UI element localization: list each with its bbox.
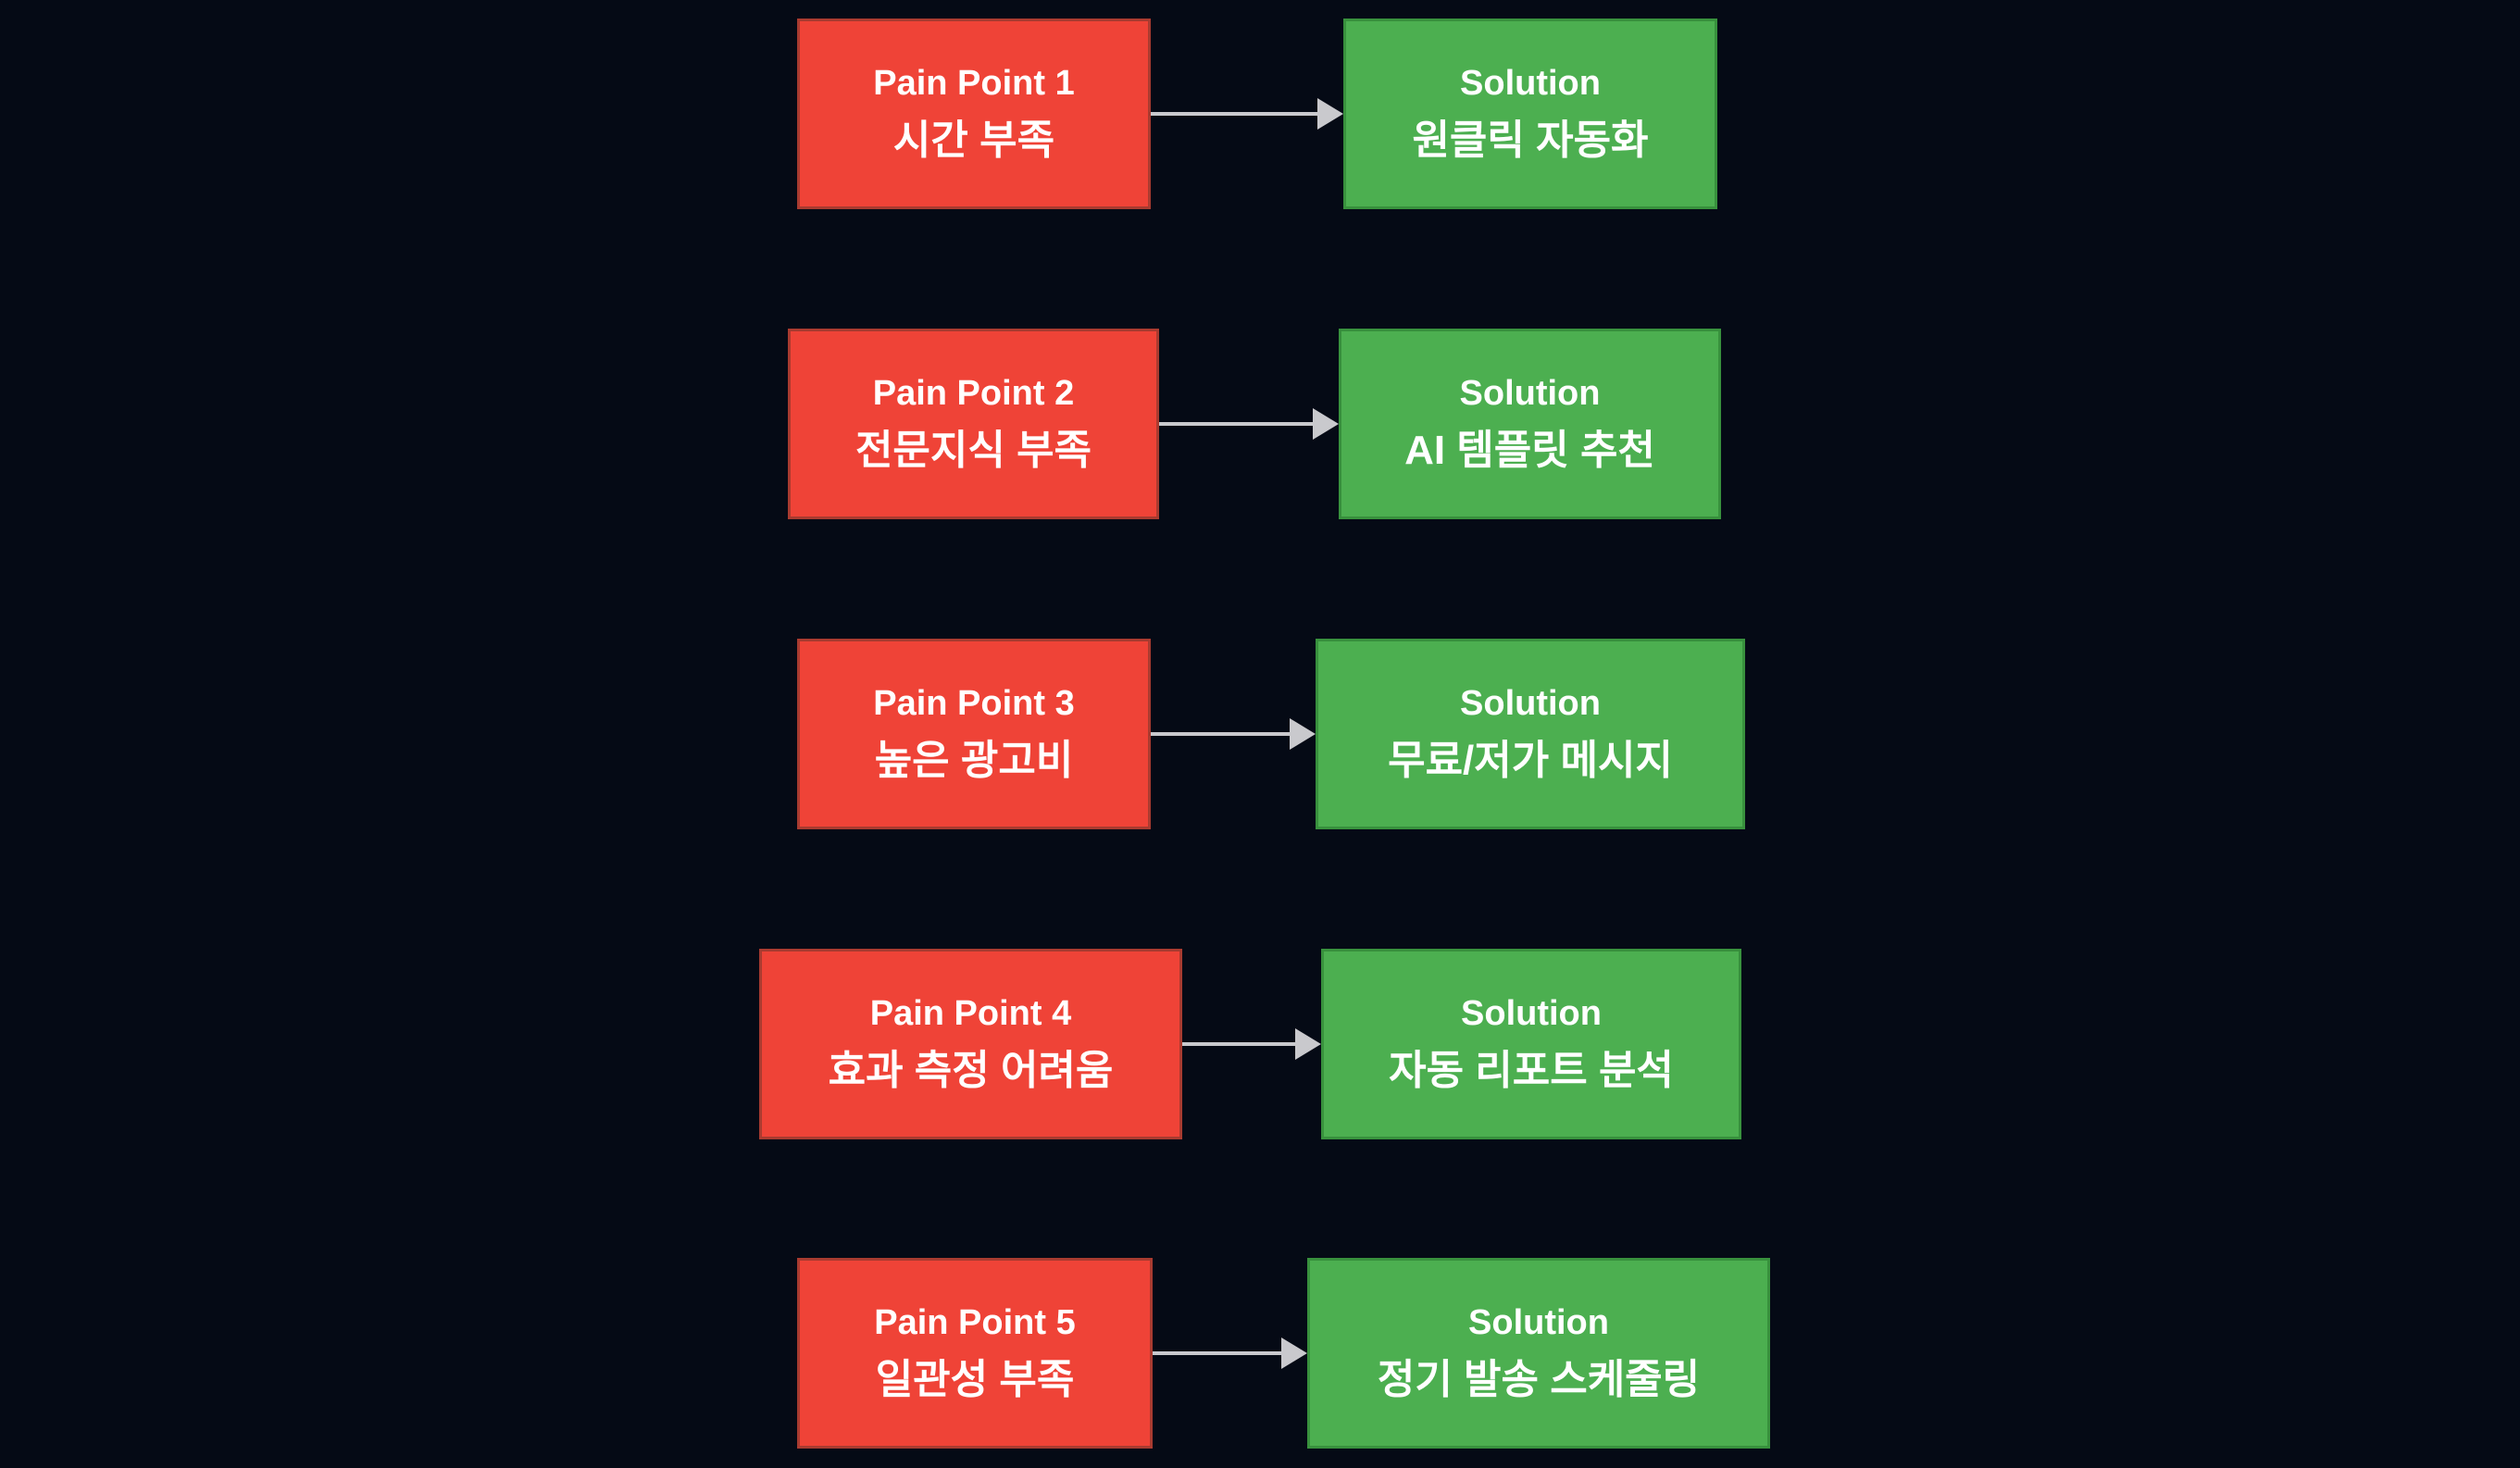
pain-point-title: Pain Point 2	[872, 373, 1075, 413]
solution-subtitle: 무료/저가 메시지	[1388, 737, 1673, 783]
solution-box: Solution 원클릭 자동화	[1343, 19, 1717, 209]
arrow-line	[1153, 1351, 1281, 1355]
solution-subtitle: 원클릭 자동화	[1412, 117, 1649, 163]
solution-title: Solution	[1468, 1302, 1609, 1342]
solution-title: Solution	[1459, 373, 1601, 413]
pain-point-title: Pain Point 1	[873, 63, 1075, 103]
solution-box: Solution 무료/저가 메시지	[1316, 639, 1745, 829]
arrow-line	[1182, 1042, 1295, 1046]
arrow-head-icon	[1295, 1028, 1321, 1060]
pain-point-title: Pain Point 4	[869, 993, 1072, 1033]
pain-point-title: Pain Point 3	[873, 683, 1075, 723]
solution-box: Solution 자동 리포트 분석	[1321, 949, 1741, 1139]
arrow-head-icon	[1313, 408, 1339, 440]
pain-point-subtitle: 효과 측정 어려움	[828, 1047, 1114, 1093]
pain-point-box: Pain Point 5 일관성 부족	[797, 1258, 1153, 1449]
solution-subtitle: AI 템플릿 추천	[1404, 427, 1655, 473]
pain-point-box: Pain Point 2 전문지식 부족	[788, 329, 1159, 519]
arrow-line	[1151, 732, 1290, 736]
solution-subtitle: 정기 발송 스케줄링	[1377, 1356, 1701, 1402]
arrow-head-icon	[1281, 1337, 1307, 1369]
solution-title: Solution	[1460, 683, 1601, 723]
pain-point-subtitle: 높은 광고비	[874, 737, 1074, 783]
solution-title: Solution	[1461, 993, 1602, 1033]
pain-point-box: Pain Point 4 효과 측정 어려움	[759, 949, 1182, 1139]
arrow-head-icon	[1317, 98, 1343, 130]
solution-subtitle: 자동 리포트 분석	[1389, 1047, 1674, 1093]
pain-point-subtitle: 시간 부족	[892, 117, 1055, 163]
solution-box: Solution 정기 발송 스케줄링	[1307, 1258, 1770, 1449]
pain-point-box: Pain Point 1 시간 부족	[797, 19, 1151, 209]
solution-box: Solution AI 템플릿 추천	[1339, 329, 1721, 519]
arrow-head-icon	[1290, 718, 1316, 750]
pain-point-box: Pain Point 3 높은 광고비	[797, 639, 1151, 829]
solution-title: Solution	[1460, 63, 1601, 103]
arrow-line	[1159, 422, 1313, 426]
arrow-line	[1151, 112, 1317, 116]
pain-point-subtitle: 일관성 부족	[875, 1356, 1075, 1402]
pain-point-subtitle: 전문지식 부족	[855, 427, 1092, 473]
pain-point-title: Pain Point 5	[874, 1302, 1076, 1342]
